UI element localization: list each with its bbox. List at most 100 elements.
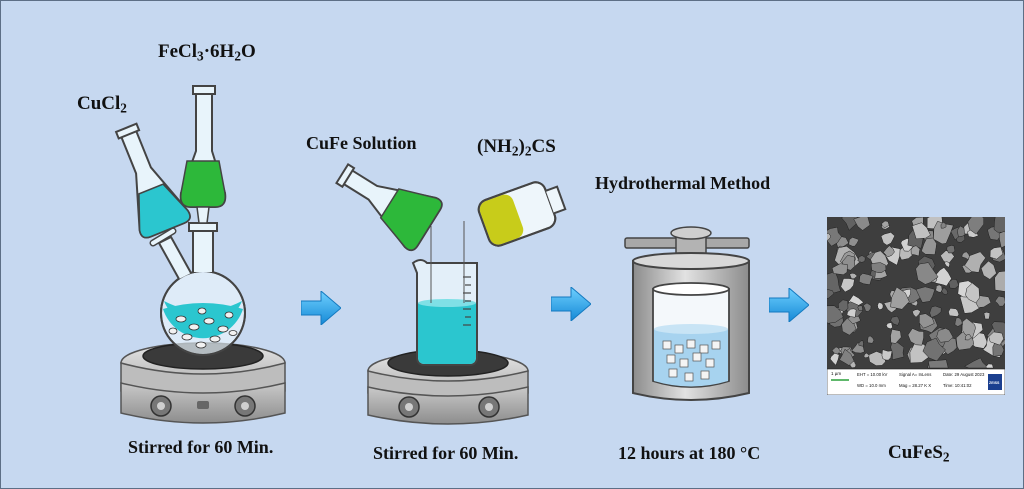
product-label: CuFeS2 xyxy=(888,442,950,465)
sem-grain xyxy=(919,313,935,329)
sem-signal: Signal A= InLens xyxy=(899,372,931,377)
sem-grain xyxy=(857,255,866,263)
sem-grain xyxy=(881,349,893,361)
sem-grain xyxy=(948,278,960,289)
sem-time: Time: 10:41:02 xyxy=(943,383,972,388)
sem-grain xyxy=(853,217,871,231)
sem-grain xyxy=(890,339,905,361)
sem-grain xyxy=(863,352,870,359)
sem-grain xyxy=(862,302,872,312)
sem-grain xyxy=(936,328,954,343)
arrow-right-icon xyxy=(769,288,809,322)
sem-grain xyxy=(827,232,831,241)
sem-grain xyxy=(980,260,997,280)
sem-grain xyxy=(994,270,1005,292)
sem-grain xyxy=(933,220,954,245)
sem-grain xyxy=(989,246,1004,260)
sem-grain xyxy=(915,286,936,303)
sem-grain xyxy=(911,309,921,318)
hydrothermal-label: Hydrothermal Method xyxy=(595,173,771,193)
sem-grain xyxy=(961,251,970,261)
fecl3-label: FeCl3·6H2O xyxy=(158,41,256,64)
sem-grains xyxy=(827,217,1005,369)
sem-grain xyxy=(964,334,972,341)
cucl2-flask xyxy=(114,122,191,239)
zeiss-logo: ZEISS xyxy=(989,381,1000,385)
sem-grain xyxy=(870,262,887,273)
arrow-right-icon xyxy=(551,287,591,321)
sem-grain xyxy=(890,316,900,326)
sem-grain xyxy=(886,322,893,330)
step1-label: Stirred for 60 Min. xyxy=(128,437,274,457)
sem-grain xyxy=(983,311,991,320)
sem-grain xyxy=(841,217,858,231)
round-bottom-flask xyxy=(149,222,246,356)
sem-grain xyxy=(921,237,937,255)
sem-grain xyxy=(940,221,947,229)
sem-grain xyxy=(928,359,949,369)
sem-grain xyxy=(994,295,1005,307)
sem-grain xyxy=(838,299,849,312)
sem-grain xyxy=(946,245,956,254)
sem-grain xyxy=(911,222,931,240)
sem-grain xyxy=(964,251,986,273)
sem-date: Date: 29 August 2023 xyxy=(943,372,985,377)
sem-micrograph: 1 µm EHT = 10.00 kV WD = 10.0 mm Signal … xyxy=(827,217,1005,395)
sem-grain xyxy=(857,305,863,312)
sem-grain xyxy=(992,342,1005,357)
step2-label: Stirred for 60 Min. xyxy=(373,443,519,463)
fecl3-flask xyxy=(179,85,227,224)
sem-grain xyxy=(967,217,984,235)
sem-grain xyxy=(890,329,902,344)
sem-grain xyxy=(827,226,842,247)
sem-grain xyxy=(954,317,963,327)
arrow-right-icon xyxy=(301,291,341,325)
sem-grain xyxy=(848,237,860,247)
sem-grain xyxy=(944,261,950,268)
sem-grain xyxy=(849,272,858,279)
sem-grain xyxy=(829,352,840,366)
sem-grain xyxy=(988,331,1004,346)
sem-grain xyxy=(907,328,924,346)
sem-grain xyxy=(935,284,943,293)
sem-grain xyxy=(998,231,1005,249)
sem-grain xyxy=(858,340,864,347)
sem-grain xyxy=(993,217,1005,233)
sem-grain xyxy=(831,263,848,275)
sem-grain xyxy=(965,282,980,304)
sem-grain xyxy=(827,289,835,299)
sem-grain xyxy=(839,348,855,366)
thiourea-label: (NH2)2CS xyxy=(477,136,556,159)
sem-grain xyxy=(985,363,994,369)
sem-grain xyxy=(867,335,875,344)
sem-grain xyxy=(964,357,990,369)
cucl2-label: CuCl2 xyxy=(77,93,127,116)
thiourea-bottle xyxy=(477,181,567,247)
sem-grain xyxy=(915,262,939,285)
step3-label: 12 hours at 180 °C xyxy=(618,443,761,463)
sem-mag: Mag = 28.27 K X xyxy=(899,383,931,388)
sem-grain xyxy=(846,308,857,318)
sem-grain xyxy=(858,273,874,285)
autoclave xyxy=(624,226,750,401)
sem-grain xyxy=(883,245,895,258)
sem-grain xyxy=(877,301,884,311)
hotplate-1 xyxy=(120,342,286,424)
sem-grain xyxy=(827,271,841,295)
sem-wd: WD = 10.0 mm xyxy=(857,383,886,388)
sem-grain xyxy=(890,286,910,310)
beaker xyxy=(411,221,478,366)
sem-grain xyxy=(827,305,844,324)
sem-grain xyxy=(909,340,930,364)
sem-grain xyxy=(929,305,942,318)
sem-grain xyxy=(948,308,960,317)
sem-grain xyxy=(910,245,921,257)
cufe-solution-label: CuFe Solution xyxy=(306,133,417,153)
sem-grain xyxy=(881,220,890,229)
sem-scale: 1 µm xyxy=(831,371,841,376)
sem-grain xyxy=(840,278,855,293)
sem-eht: EHT = 10.00 kV xyxy=(857,372,888,377)
sem-grain xyxy=(880,232,896,246)
